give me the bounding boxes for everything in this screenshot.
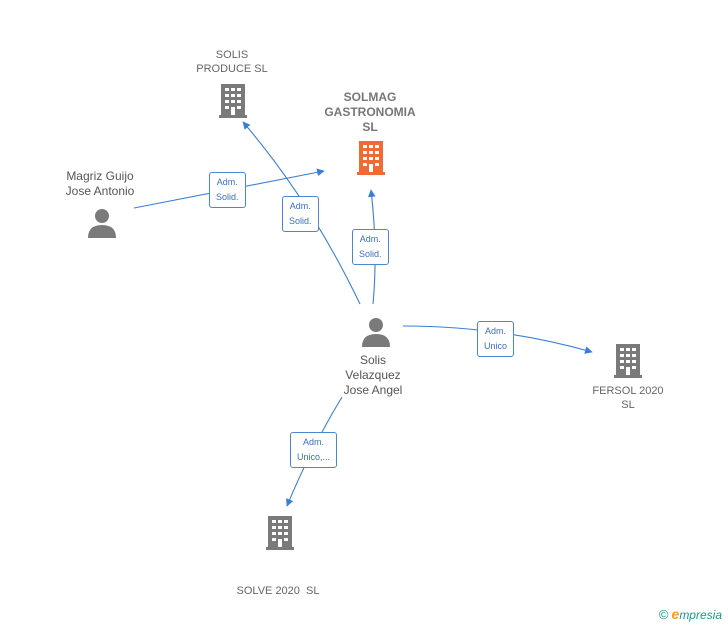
node-label-line: SOLMAG [343,90,397,104]
node-label-line: Solis [359,353,386,367]
badge-line: Adm. [485,326,507,336]
brand-e: e [671,606,680,622]
person-icon[interactable] [361,317,391,347]
building-icon[interactable] [219,84,247,118]
node-label-line: Jose Antonio [65,184,135,198]
node-label-line: Magriz Guijo [66,169,134,183]
node-label-fersol: FERSOL 2020 SL [578,384,678,412]
node-label-line: Jose Angel [343,383,403,397]
building-icon[interactable] [357,141,385,175]
badge-line: Adm. [289,201,311,211]
edge-badge-magriz-solmag[interactable]: Adm. Solid. [209,172,246,208]
node-label-line: SL [362,120,378,134]
badge-line: Solid. [359,249,382,259]
person-icon[interactable] [87,208,117,238]
badge-line: Adm. [303,437,325,447]
badge-line: Solid. [289,216,312,226]
edge-badge-solve[interactable]: Adm. Unico,... [290,432,338,468]
node-label-line: SOLIS [215,49,249,61]
badge-line: Adm. [359,234,381,244]
building-icon[interactable] [614,344,642,378]
brand-logo[interactable]: ©empresia [659,606,722,622]
brand-name: mpresia [679,608,722,622]
node-label-line: Velazquez [345,368,401,382]
badge-line: Unico,... [297,452,331,462]
node-label-solis-velazquez: Solis Velazquez Jose Angel [323,353,423,398]
node-label-line: GASTRONOMIA [324,105,416,119]
badge-line: Unico [484,341,508,351]
node-label-line: SL [621,399,635,411]
node-label-magriz: Magriz Guijo Jose Antonio [50,169,150,199]
node-label-solis-produce: SOLIS PRODUCE SL [182,48,282,76]
edge-badge-fersol[interactable]: Adm. Unico [477,321,515,357]
edge-badge-solmag[interactable]: Adm. Solid. [352,229,389,265]
node-label-solmag: SOLMAG GASTRONOMIA SL [315,90,425,135]
badge-line: Solid. [216,192,239,202]
node-label-line: FERSOL 2020 [592,385,664,397]
node-label-line: SOLVE 2020 SL [236,585,320,597]
node-label-line: PRODUCE SL [196,63,268,75]
node-label-solve: SOLVE 2020 SL [218,556,338,612]
edge-badge-solis-produce[interactable]: Adm. Solid. [282,196,319,232]
copyright-icon: © [658,607,669,622]
badge-line: Adm. [216,177,238,187]
building-icon[interactable] [266,516,294,550]
